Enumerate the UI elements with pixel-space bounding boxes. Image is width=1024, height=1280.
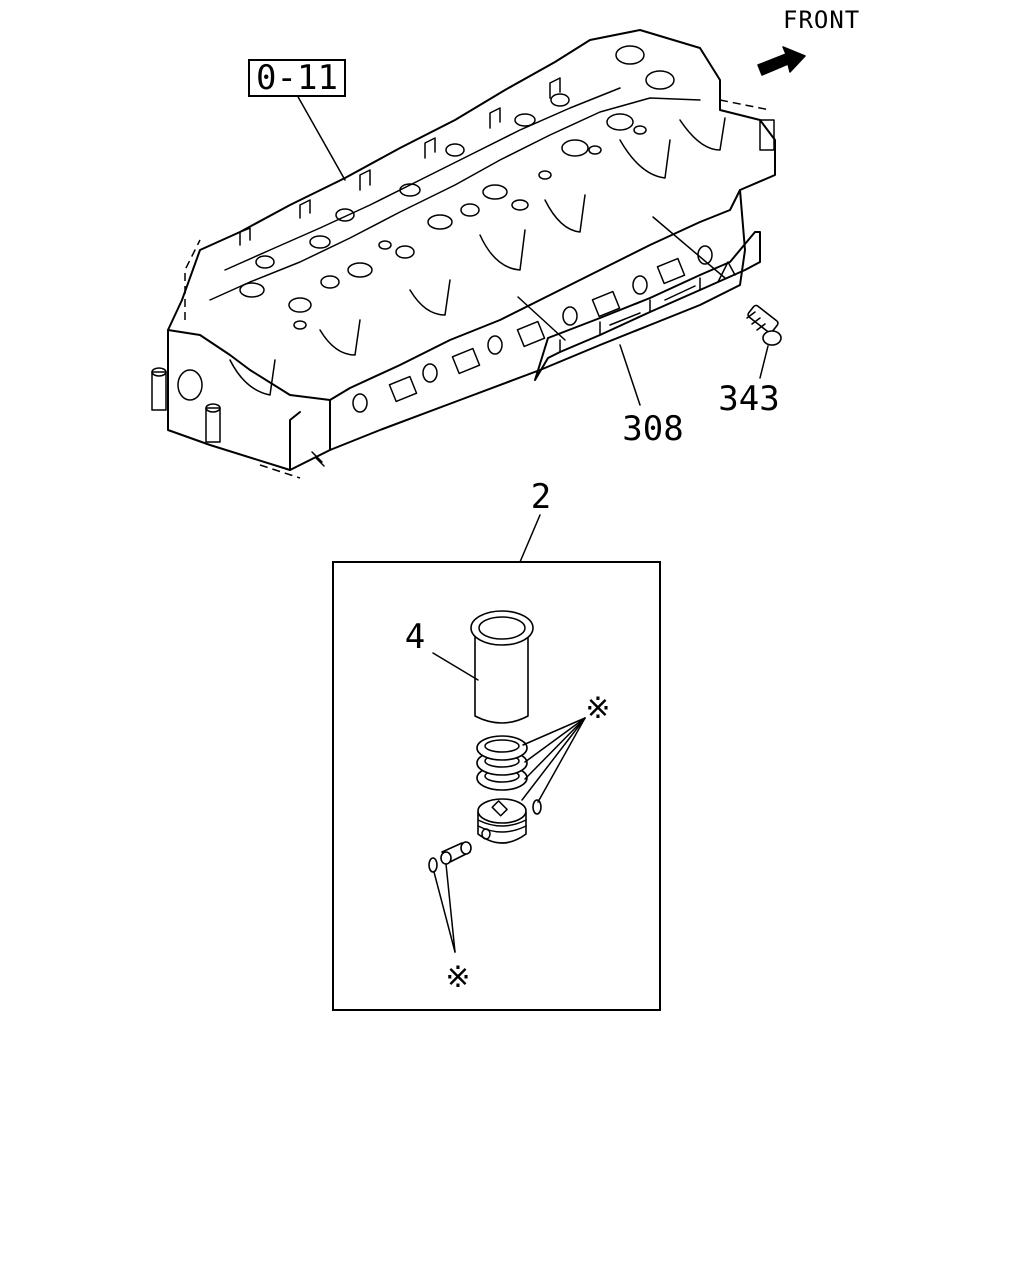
cylinder-block-drawing — [151, 29, 776, 479]
cylinder-liner-drawing — [470, 610, 534, 724]
piston-drawing — [477, 798, 527, 844]
ring-set-leaders — [521, 717, 586, 803]
pin-clip-mark: ※ — [445, 960, 470, 995]
leader-lines — [296, 94, 769, 563]
pin-clip-leaders — [433, 863, 456, 953]
callout-2[interactable]: 2 — [531, 477, 551, 517]
ring-set-mark: ※ — [585, 691, 610, 726]
block-ref-label: 0-11 — [256, 58, 338, 98]
callout-4[interactable]: 4 — [405, 617, 425, 657]
piston-pin-drawing — [440, 841, 472, 865]
snap-ring-drawing — [428, 799, 542, 873]
piston-kit-frame — [332, 561, 661, 1011]
callout-343[interactable]: 343 — [718, 379, 779, 419]
block-ref-box — [248, 59, 346, 97]
front-label: FRONT — [783, 6, 860, 34]
callout-308[interactable]: 308 — [622, 409, 683, 449]
front-arrow-icon — [757, 46, 806, 76]
oil-jet-plate-drawing — [534, 231, 761, 381]
bolt-drawing — [746, 304, 782, 346]
piston-rings-drawing — [476, 735, 528, 791]
